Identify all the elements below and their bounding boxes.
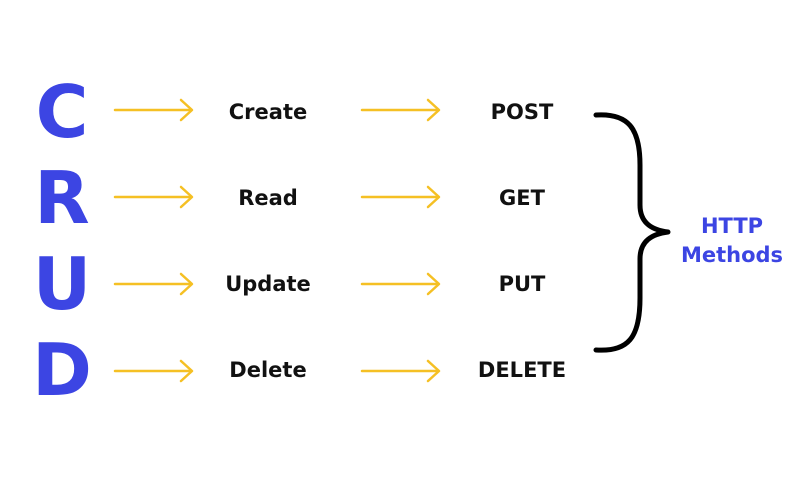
method-delete: DELETE: [477, 358, 567, 382]
crud-letter-r: R: [34, 156, 90, 240]
arrow-right-icon: [360, 272, 441, 296]
arrow-right-icon: [113, 359, 194, 383]
crud-letter-c: C: [35, 70, 89, 154]
crud-letter-d: D: [32, 328, 92, 412]
arrow-right-icon: [360, 98, 441, 122]
operation-delete: Delete: [229, 358, 307, 382]
method-get: GET: [499, 186, 545, 210]
arrow-right-icon: [113, 98, 194, 122]
method-post: POST: [490, 100, 554, 124]
http-methods-label-line1: HTTP: [700, 214, 764, 238]
arrow-right-icon: [113, 185, 194, 209]
http-methods-label-line2: Methods: [680, 243, 784, 267]
operation-read: Read: [238, 186, 298, 210]
arrow-right-icon: [360, 185, 441, 209]
method-put: PUT: [498, 272, 546, 296]
operation-create: Create: [228, 100, 308, 124]
crud-letter-u: U: [32, 242, 92, 326]
arrow-right-icon: [113, 272, 194, 296]
http-methods-label: HTTP Methods: [672, 212, 792, 270]
arrow-right-icon: [360, 359, 441, 383]
operation-update: Update: [225, 272, 311, 296]
right-curly-brace-icon: [593, 112, 671, 353]
